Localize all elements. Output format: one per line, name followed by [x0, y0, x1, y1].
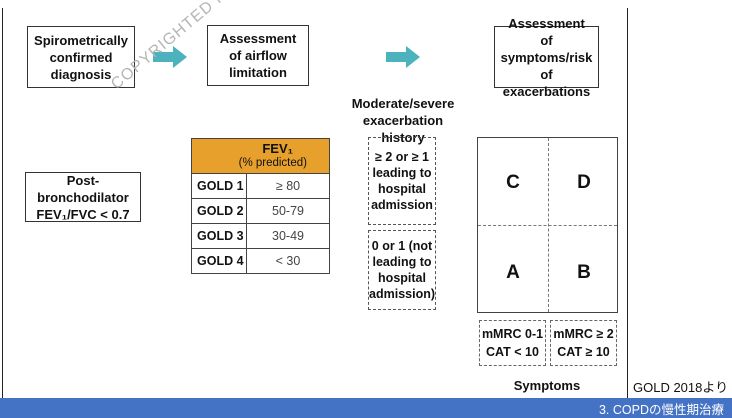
symptoms-label: Symptoms — [513, 378, 581, 393]
post-bd-line1: Post-bronchodilator — [37, 172, 129, 205]
gold-grade: GOLD 4 — [192, 249, 247, 273]
mmrc-low-line1: mMRC 0-1 — [481, 327, 544, 341]
fev1-range: 30-49 — [272, 229, 304, 243]
symptoms-risk-box: Assessment of symptoms/risk of exacerbat… — [494, 16, 599, 99]
gold-grade: GOLD 2 — [192, 199, 247, 223]
fev1-header-title: FEV₁ — [262, 141, 293, 156]
exacerbation-high-box: ≥ 2 or ≥ 1 leading to hospital admission — [368, 137, 436, 225]
exacerbation-high-text: ≥ 2 or ≥ 1 leading to hospital admission — [371, 150, 433, 212]
table-row: GOLD 1 ≥ 80 — [192, 173, 329, 198]
diagnosis-text: Spirometrically confirmed diagnosis — [34, 32, 128, 82]
mmrc-low-box: mMRC 0-1 CAT < 10 — [479, 320, 546, 366]
diagnosis-box: Spirometrically confirmed diagnosis — [27, 26, 135, 88]
grid-divider-horizontal — [478, 225, 617, 226]
exacerbation-low-box: 0 or 1 (not leading to hospital admissio… — [368, 230, 436, 310]
footer-bar: 3. COPDの慢性期治療 — [0, 398, 732, 418]
right-arrow-icon — [386, 46, 420, 68]
fev1-table: FEV₁ (% predicted) GOLD 1 ≥ 80 GOLD 2 50… — [191, 138, 330, 274]
post-bronchodilator-box: Post-bronchodilator FEV₁/FVC < 0.7 — [25, 172, 141, 222]
fev1-header-sub: (% predicted) — [238, 157, 307, 169]
symptoms-risk-text: Assessment of symptoms/risk of exacerbat… — [500, 15, 593, 99]
fev1-header: FEV₁ (% predicted) — [192, 139, 329, 173]
mmrc-high-line2: CAT ≥ 10 — [557, 345, 610, 359]
group-a: A — [506, 262, 520, 283]
mmrc-high-line1: mMRC ≥ 2 — [553, 327, 614, 341]
table-row: GOLD 4 < 30 — [192, 248, 329, 273]
abcd-grid: C D A B — [477, 137, 618, 313]
table-row: GOLD 3 30-49 — [192, 223, 329, 248]
mmrc-low-line2: CAT < 10 — [486, 345, 539, 359]
table-row: GOLD 2 50-79 — [192, 198, 329, 223]
gold-grade: GOLD 3 — [192, 224, 247, 248]
gold-grade: GOLD 1 — [192, 174, 247, 198]
right-arrow-icon — [153, 46, 187, 68]
fev1-range: 50-79 — [272, 204, 304, 218]
fev1-range: ≥ 80 — [275, 179, 301, 193]
airflow-box: Assessment of airflow limitation — [207, 25, 309, 86]
exacerbation-low-text: 0 or 1 (not leading to hospital admissio… — [369, 239, 436, 301]
group-b: B — [577, 262, 591, 283]
fev1-range: < 30 — [275, 254, 301, 268]
group-d: D — [577, 172, 591, 193]
post-bd-line2: FEV₁/FVC < 0.7 — [36, 206, 130, 222]
source-citation: GOLD 2018より — [633, 380, 729, 395]
mmrc-high-box: mMRC ≥ 2 CAT ≥ 10 — [550, 320, 617, 366]
airflow-text: Assessment of airflow limitation — [219, 31, 297, 80]
footer-text: 3. COPDの慢性期治療 — [598, 402, 724, 417]
group-c: C — [506, 172, 520, 193]
